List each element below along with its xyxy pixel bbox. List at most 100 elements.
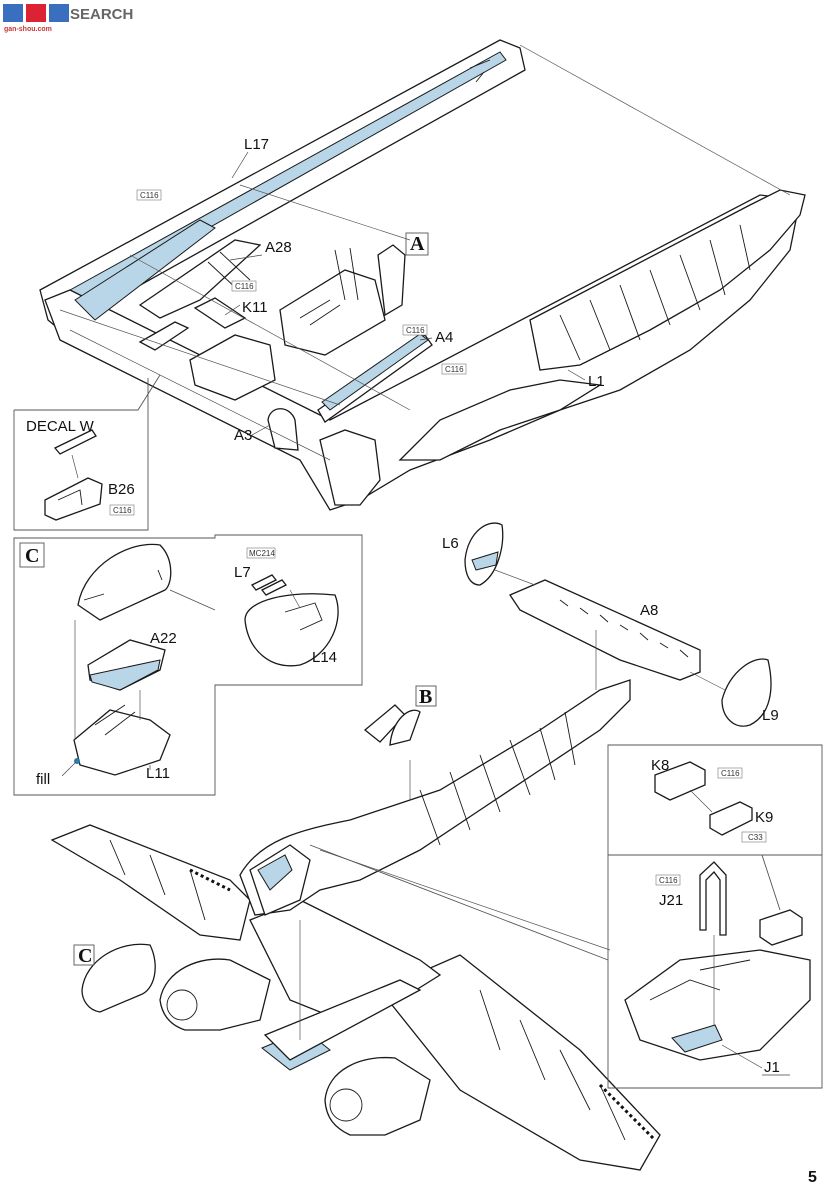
part-b26 xyxy=(44,477,103,521)
inset-b26-frame xyxy=(13,374,161,531)
part-k9 xyxy=(709,801,753,836)
paint-code-mc214: MC214 xyxy=(249,549,275,558)
label-a28: A28 xyxy=(265,239,292,256)
label-l11: L11 xyxy=(146,765,170,782)
side-panel-highlight xyxy=(74,219,216,321)
nose-cone xyxy=(77,543,172,621)
inset-right-frame xyxy=(607,744,823,1089)
label-a22: A22 xyxy=(150,630,177,647)
paint-code-c116-k11-box xyxy=(231,280,257,292)
right-wing xyxy=(378,954,661,1171)
left-wing-flap-hatch xyxy=(189,868,231,892)
wing-spar xyxy=(263,979,422,1061)
paint-code-c116-b26: C116 xyxy=(113,506,132,515)
right-engine xyxy=(324,1056,431,1136)
part-k8 xyxy=(654,761,706,801)
part-a28 xyxy=(138,239,262,319)
label-l6: L6 xyxy=(442,535,459,552)
guide-lines-a xyxy=(59,44,791,461)
label-k8: K8 xyxy=(651,757,669,774)
part-a8-stabilizer xyxy=(509,579,701,681)
watermark-logo-icon-3 xyxy=(49,4,69,22)
label-a3: A3 xyxy=(234,427,252,444)
nose-ring xyxy=(319,429,381,506)
decal-w-shape xyxy=(53,429,97,455)
fuselage-frame-lines xyxy=(559,224,751,361)
step-box-c-main xyxy=(73,944,95,966)
watermark-logo-icon-2 xyxy=(26,4,46,22)
main-fuselage-lines xyxy=(419,711,576,846)
part-a4-highlight xyxy=(321,333,429,411)
part-j1-highlight xyxy=(671,1024,723,1053)
fuselage-rear xyxy=(529,189,806,371)
cockpit-detail xyxy=(624,949,811,1061)
paint-code-c116-a4: C116 xyxy=(406,326,425,335)
paint-code-c116-k8-box xyxy=(717,767,743,779)
label-decal-w: DECAL W xyxy=(26,418,95,435)
watermark-title: SEARCH xyxy=(70,6,133,23)
paint-code-c33-box xyxy=(741,831,767,843)
paint-code-c116-j21-box xyxy=(655,874,681,886)
step-letter-b: B xyxy=(419,686,432,708)
seat-assembly xyxy=(189,334,276,401)
part-l6 xyxy=(464,522,504,586)
inset-c-pointer xyxy=(169,589,216,611)
watermark-logo-icon xyxy=(3,4,23,22)
fuselage-body xyxy=(44,194,801,511)
small-block xyxy=(138,321,190,351)
label-l9: L9 xyxy=(762,707,779,724)
inset-right-pointer xyxy=(309,844,609,961)
paint-code-c33: C33 xyxy=(748,833,763,842)
paint-code-c116-l1-box xyxy=(441,363,467,375)
label-j21: J21 xyxy=(659,892,683,909)
label-l14: L14 xyxy=(312,649,337,666)
label-l1: L1 xyxy=(588,373,605,390)
guide-lines-c xyxy=(74,620,141,740)
label-k9: K9 xyxy=(755,809,773,826)
step-box-a xyxy=(405,232,429,256)
right-engine-intake xyxy=(329,1088,363,1122)
part-l6-highlight xyxy=(471,551,499,571)
step-letter-c-inset: C xyxy=(25,545,39,567)
label-l7: L7 xyxy=(234,564,251,581)
step-letter-c-main: C xyxy=(78,945,92,967)
paint-code-mc214-box xyxy=(246,547,276,559)
label-l17: L17 xyxy=(244,136,269,153)
label-k11: K11 xyxy=(242,299,268,316)
part-l9 xyxy=(721,658,772,727)
paint-code-c116-a4-box xyxy=(402,324,428,336)
paint-code-c116-b26-box xyxy=(109,504,135,516)
part-k11 xyxy=(193,297,247,329)
part-l14 xyxy=(244,593,339,667)
wing-root xyxy=(398,379,602,461)
step-box-c-inset xyxy=(19,542,45,568)
loose-nose-cone xyxy=(81,943,156,1013)
label-j1: J1 xyxy=(764,1059,780,1076)
part-j21 xyxy=(699,861,727,936)
label-b26: B26 xyxy=(108,481,135,498)
label-fill: fill xyxy=(36,771,50,788)
cockpit-highlight xyxy=(257,854,293,891)
part-b-shield xyxy=(389,709,421,746)
left-wing-lines xyxy=(109,839,206,921)
paint-code-c116-a: C116 xyxy=(140,191,159,200)
paint-code-c116-j21: C116 xyxy=(659,876,678,885)
fuselage-top-rail-detail xyxy=(469,59,491,83)
left-engine xyxy=(159,958,271,1031)
paint-code-c116-a-box xyxy=(136,189,162,201)
label-a4: A4 xyxy=(435,329,453,346)
paint-code-c116-l1: C116 xyxy=(445,365,464,374)
step-letter-a: A xyxy=(410,233,425,255)
guide-lines-main xyxy=(299,760,611,1040)
left-wing xyxy=(50,824,251,941)
watermark-site: gan-shou.com xyxy=(4,26,52,33)
left-engine-intake xyxy=(166,989,198,1021)
page-number: 5 xyxy=(808,1169,817,1186)
fuselage-half-l1 xyxy=(39,39,806,511)
small-block-right xyxy=(759,909,803,946)
label-a8: A8 xyxy=(640,602,658,619)
inset-c-frame xyxy=(13,534,363,796)
paint-code-c116-k8: C116 xyxy=(721,769,740,778)
part-a22-highlight xyxy=(89,659,161,691)
